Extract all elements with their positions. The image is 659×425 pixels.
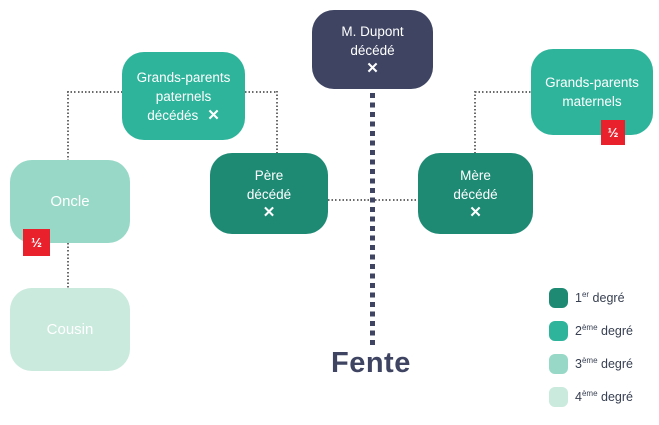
- legend-label: 3ème degré: [575, 356, 633, 372]
- connector-paternels-to-pere-h: [245, 91, 277, 93]
- connector-oncle-to-cousin-v: [67, 243, 69, 288]
- node-m-dupont: M. Dupont décédé ✕: [312, 10, 433, 89]
- node-label-line: Grands-parents: [136, 69, 231, 85]
- degree-legend: 1er degré 2ème degré 3ème degré 4ème deg…: [549, 288, 633, 407]
- legend-swatch-degree-3: [549, 354, 568, 374]
- legend-label: 2ème degré: [575, 323, 633, 339]
- legend-swatch-degree-1: [549, 288, 568, 308]
- node-cousin: Cousin: [10, 288, 130, 371]
- legend-item-degree-2: 2ème degré: [549, 321, 633, 341]
- half-share-badge: ½: [23, 229, 50, 256]
- half-share-badge: ½: [601, 120, 625, 145]
- deceased-cross-icon: ✕: [469, 204, 482, 221]
- connector-maternels-to-mere-h: [475, 91, 531, 93]
- legend-label: 4ème degré: [575, 389, 633, 405]
- node-label-line: Père: [254, 168, 284, 183]
- connector-paternels-to-pere-v: [276, 91, 278, 153]
- fente-split-dotted-line: [370, 93, 375, 347]
- node-label-line: Oncle: [50, 193, 90, 210]
- deceased-cross-icon: ✕: [262, 204, 276, 221]
- node-label-line: M. Dupont: [341, 24, 404, 39]
- node-label-line: Grands-parents: [545, 75, 639, 90]
- node-grands-parents-paternels: Grands-parents paternels décédés ✕: [122, 52, 245, 140]
- node-label-line: décédé: [246, 187, 292, 202]
- node-oncle: Oncle ½: [10, 160, 130, 256]
- connector-paternels-to-oncle-v: [67, 91, 69, 160]
- legend-swatch-degree-4: [549, 387, 568, 407]
- legend-item-degree-1: 1er degré: [549, 288, 633, 308]
- node-label-line: décédé: [453, 187, 498, 202]
- deceased-cross-icon: ✕: [207, 106, 220, 124]
- legend-item-degree-4: 4ème degré: [549, 387, 633, 407]
- node-label-line: Cousin: [46, 321, 94, 338]
- node-label-line: décédés: [147, 107, 199, 123]
- node-label-line: maternels: [562, 94, 622, 109]
- deceased-cross-icon: ✕: [366, 60, 379, 77]
- node-mere: Mère décédé ✕: [418, 153, 533, 234]
- legend-item-degree-3: 3ème degré: [549, 354, 633, 374]
- legend-swatch-degree-2: [549, 321, 568, 341]
- fente-title: Fente: [331, 347, 411, 379]
- connector-paternels-to-oncle-h: [67, 91, 122, 93]
- node-grands-parents-maternels: Grands-parents maternels ½: [531, 49, 653, 145]
- node-label-line: Mère: [460, 168, 491, 183]
- legend-label: 1er degré: [575, 290, 625, 306]
- connector-maternels-to-mere-v: [474, 91, 476, 153]
- node-pere: Père décédé ✕: [210, 153, 328, 234]
- node-label-line: décédé: [350, 43, 395, 58]
- node-label-line: paternels: [155, 88, 212, 104]
